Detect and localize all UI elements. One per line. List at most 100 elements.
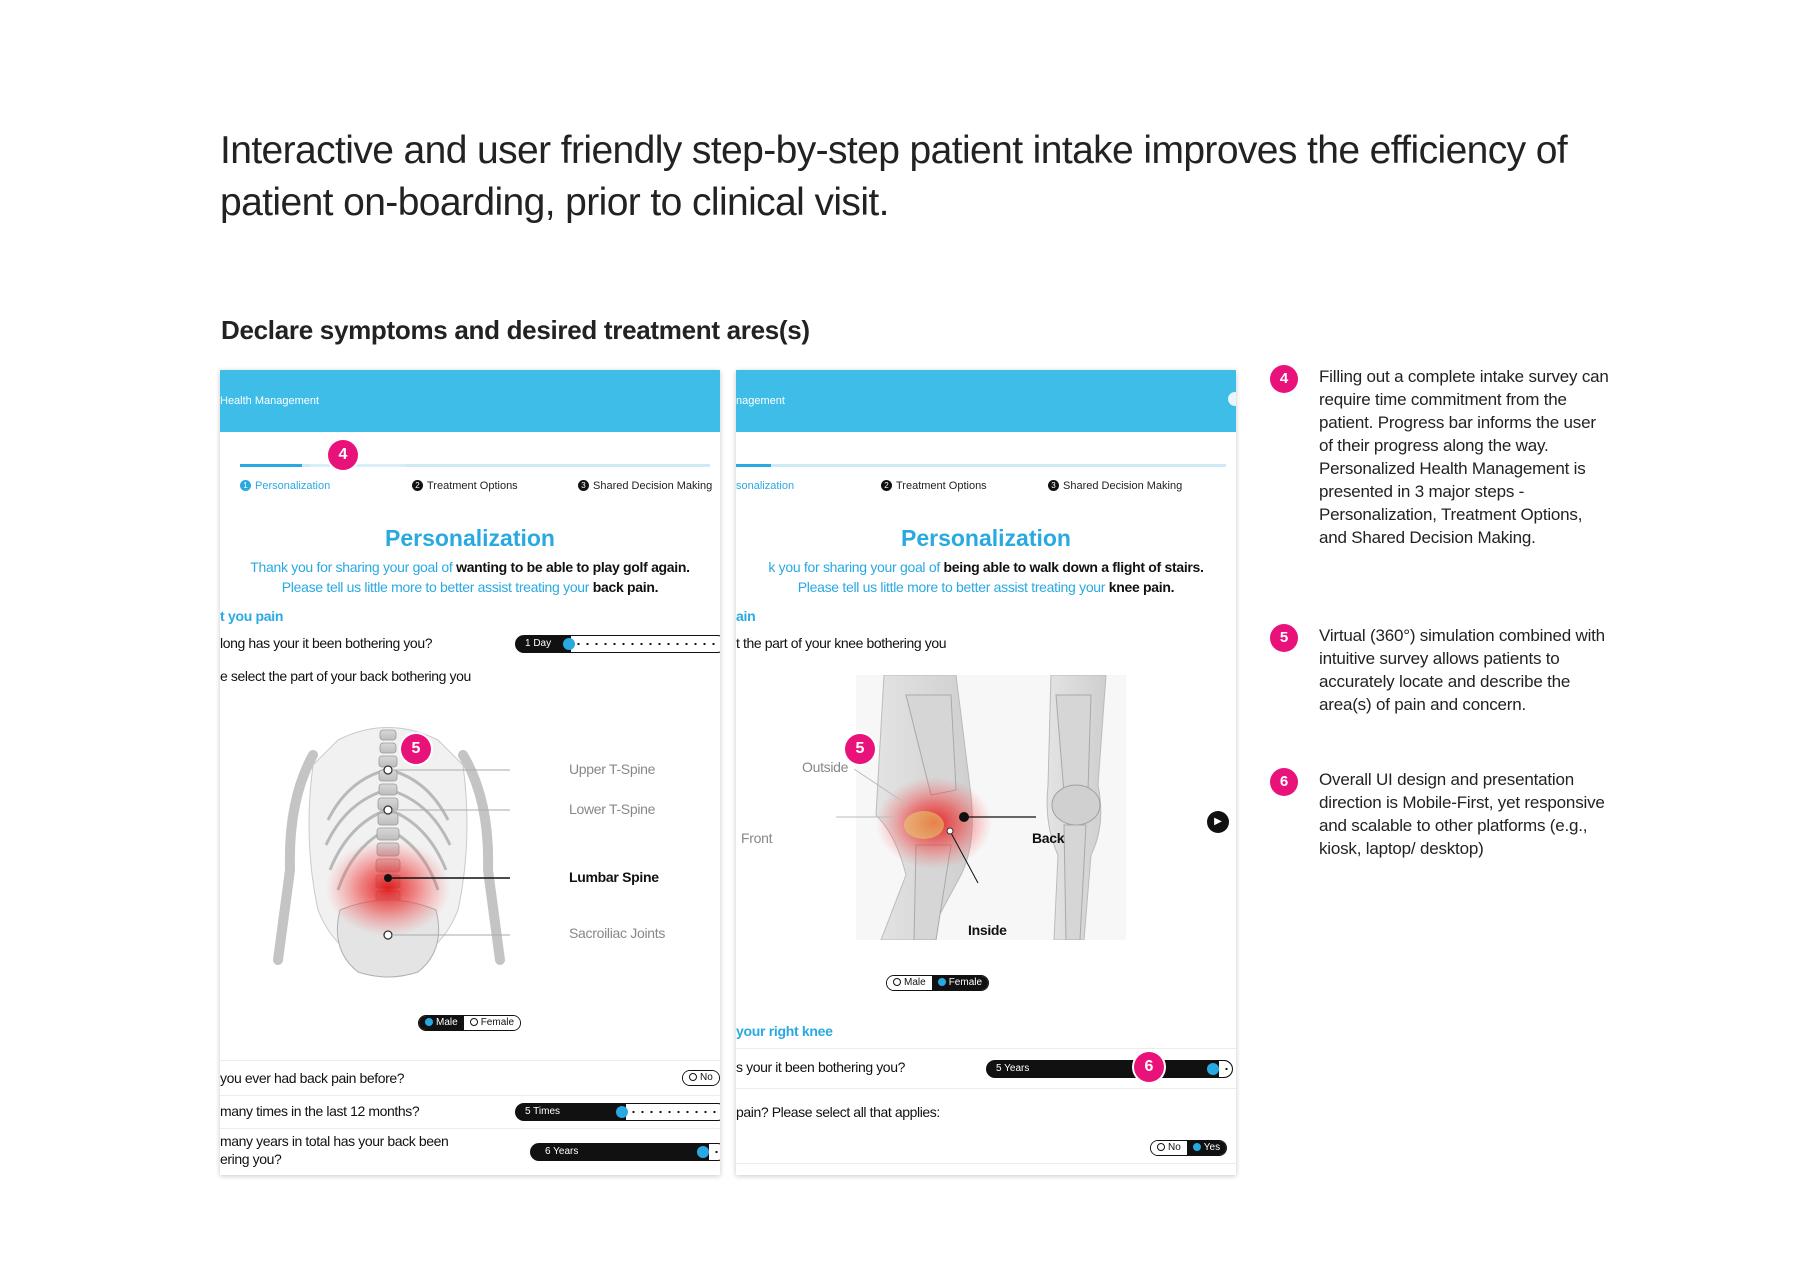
no-option[interactable]: No: [1151, 1141, 1187, 1155]
label-upper-t-spine[interactable]: Upper T-Spine: [569, 761, 656, 777]
callout-badge-5: 5: [845, 734, 875, 764]
label-inside[interactable]: Inside: [968, 922, 1007, 938]
step-treatment-options[interactable]: 2 Treatment Options: [412, 480, 518, 492]
gender-male-option[interactable]: Male: [887, 976, 932, 990]
page-headline: Interactive and user friendly step-by-st…: [220, 129, 1568, 224]
had-before-toggle[interactable]: No: [682, 1070, 720, 1086]
request-line: Please tell us little more to better ass…: [220, 579, 720, 595]
option-label: Male: [904, 977, 926, 988]
section-text: your: [736, 1023, 769, 1039]
radio-dot: [1192, 1143, 1201, 1151]
radio-dot: [1157, 1143, 1165, 1151]
leader-lines: [392, 769, 510, 936]
note-text: Virtual (360°) simulation combined with …: [1319, 626, 1605, 714]
radio-dot: [689, 1073, 697, 1081]
slider-track: [571, 636, 720, 652]
step-label: Treatment Options: [427, 480, 518, 492]
gender-toggle[interactable]: Male Female: [418, 1015, 522, 1031]
gender-female-option[interactable]: Female: [931, 976, 989, 990]
note-badge: 5: [1270, 624, 1298, 652]
question-times: many times in the last 12 months?: [220, 1103, 420, 1119]
radio-dot: [893, 978, 901, 986]
slider-thumb[interactable]: [563, 638, 575, 650]
screen-title: Personalization: [901, 525, 1071, 551]
no-option[interactable]: No: [683, 1071, 719, 1085]
step-number: 3: [578, 480, 589, 491]
section-heading: t you pain: [220, 608, 284, 624]
step-number: 2: [881, 480, 892, 491]
step-number: 3: [1048, 480, 1059, 491]
label-sacroiliac-joints[interactable]: Sacroiliac Joints: [569, 925, 666, 941]
goal-highlight: wanting to be able to play golf again.: [456, 559, 690, 575]
step-number: 1: [240, 480, 251, 491]
rotate-next-icon[interactable]: ▶: [1207, 811, 1229, 833]
callout-badge-5: 5: [401, 734, 431, 764]
step-treatment-options[interactable]: 2 Treatment Options: [881, 480, 987, 492]
section-heading-right-knee: your right knee: [736, 1023, 833, 1039]
slider-thumb[interactable]: [697, 1146, 709, 1158]
note-badge: 4: [1270, 365, 1298, 393]
step-label: Personalization: [255, 480, 331, 492]
option-label: Female: [480, 1017, 515, 1028]
request-text: Please tell us little more to better ass…: [797, 579, 1109, 595]
screen-title: Personalization: [385, 525, 555, 551]
question-years-line1: many years in total has your back been: [220, 1133, 449, 1149]
spine-3d-model[interactable]: [268, 710, 508, 1000]
note-text: Filling out a complete intake survey can…: [1319, 367, 1609, 547]
question-pain-type: pain? Please select all that applies:: [736, 1104, 940, 1120]
goal-line: Thank you for sharing your goal of wanti…: [220, 559, 720, 575]
goal-text: k you for sharing your goal of: [768, 559, 944, 575]
divider: [220, 1095, 720, 1096]
option-label: Male: [436, 1017, 458, 1028]
app-brand: nagement: [736, 395, 785, 407]
option-label: Female: [948, 977, 983, 988]
knee-3d-model[interactable]: [836, 675, 1136, 940]
label-back[interactable]: Back: [1032, 830, 1065, 846]
app-topbar: Health Management: [220, 370, 720, 432]
times-slider[interactable]: 5 Times: [515, 1103, 720, 1121]
request-highlight: knee pain.: [1108, 579, 1175, 595]
profile-icon[interactable]: [1228, 392, 1236, 406]
gender-female-option[interactable]: Female: [463, 1016, 521, 1030]
duration-slider[interactable]: 5 Years: [986, 1060, 1233, 1078]
question-duration: s your it been bothering you?: [736, 1059, 905, 1075]
progress-bar: [736, 464, 1226, 467]
step-personalization[interactable]: sonalization: [736, 480, 795, 492]
option-label: No: [1168, 1142, 1181, 1153]
progress-bar: [240, 464, 710, 467]
radio-dot: [469, 1018, 478, 1026]
callout-badge-4: 4: [328, 440, 358, 470]
divider: [220, 1128, 720, 1129]
step-personalization[interactable]: 1 Personalization: [240, 480, 330, 492]
gender-toggle[interactable]: Male Female: [886, 975, 990, 991]
duration-slider[interactable]: 1 Day: [515, 635, 720, 653]
step-shared-decision[interactable]: 3 Shared Decision Making: [1048, 480, 1182, 492]
slider-thumb[interactable]: [1207, 1063, 1219, 1075]
divider: [220, 1060, 720, 1061]
step-number: 2: [412, 480, 423, 491]
question-select-knee: t the part of your knee bothering you: [736, 635, 947, 651]
years-slider[interactable]: 6 Years: [530, 1143, 720, 1161]
divider: [736, 1048, 1236, 1049]
radio-dot: [937, 978, 946, 986]
label-front[interactable]: Front: [741, 830, 773, 846]
gender-male-option[interactable]: Male: [419, 1016, 464, 1030]
slider-value: 1 Day: [525, 638, 552, 649]
yes-option[interactable]: Yes: [1186, 1141, 1227, 1155]
step-label: Treatment Options: [896, 480, 987, 492]
label-outside[interactable]: Outside: [802, 759, 849, 775]
section-subheading: Declare symptoms and desired treatment a…: [221, 315, 810, 345]
pain-type-toggle[interactable]: No Yes: [1150, 1140, 1228, 1156]
step-label: Shared Decision Making: [1063, 480, 1183, 492]
label-lumbar-spine[interactable]: Lumbar Spine: [569, 869, 659, 885]
slider-value: 5 Times: [525, 1106, 561, 1117]
slider-value: 6 Years: [545, 1146, 579, 1157]
label-lower-t-spine[interactable]: Lower T-Spine: [569, 801, 656, 817]
slider-track: [709, 1144, 720, 1160]
radio-dot: [425, 1018, 433, 1026]
progress-segment: [310, 464, 405, 467]
slider-thumb[interactable]: [616, 1106, 628, 1118]
section-heading: ain: [736, 608, 756, 624]
